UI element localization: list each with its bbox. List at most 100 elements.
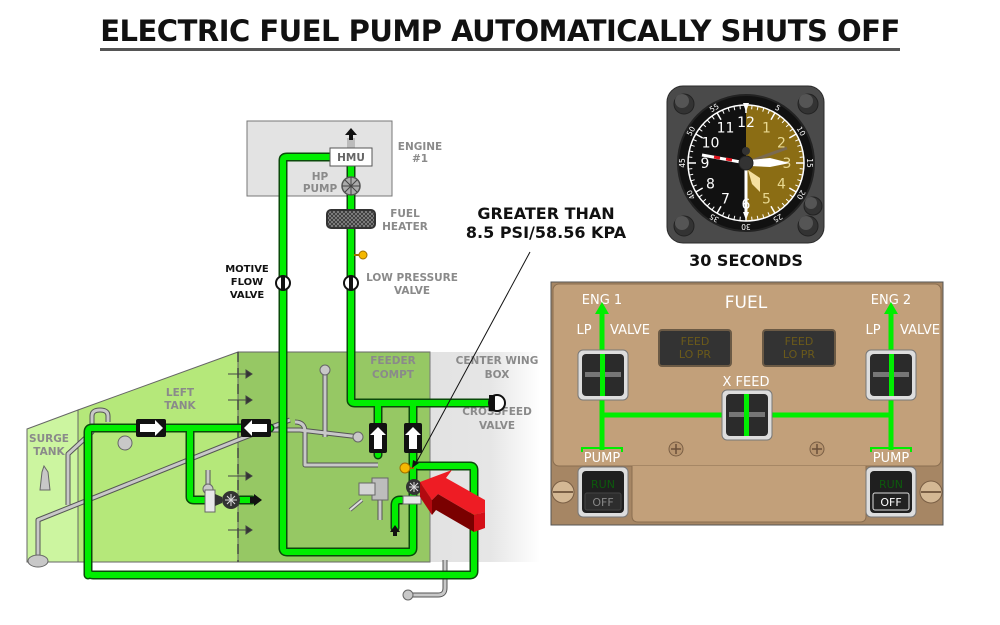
feeder-pump-icon: [402, 479, 422, 505]
clock-tick: [727, 107, 730, 112]
fuel-heater-label-2: HEATER: [382, 221, 428, 233]
pump-right-switch[interactable]: [865, 466, 917, 518]
page-title: ELECTRIC FUEL PUMP AUTOMATICALLY SHUTS O…: [0, 14, 1000, 51]
pump-left-off-legend: OFF: [592, 496, 613, 509]
check-valve-right-icon: [136, 419, 166, 437]
clock-hour-numeral: 3: [783, 156, 792, 172]
clock-chrono-hand: [748, 170, 760, 192]
feeder-compt-label-2: COMPT: [372, 369, 415, 381]
clock-minute-numeral: 50: [685, 125, 698, 138]
clock-tick: [785, 123, 790, 128]
clock-tick: [698, 128, 703, 132]
left-tank-label-2: TANK: [164, 400, 196, 412]
clock-tick: [767, 212, 771, 217]
clock-tick: [795, 138, 800, 142]
page-title-text: ELECTRIC FUEL PUMP AUTOMATICALLY SHUTS O…: [100, 14, 900, 51]
feeder-compt-label-1: FEEDER: [370, 355, 416, 367]
clock-tick: [797, 179, 802, 182]
clock-tick: [777, 115, 781, 120]
feed-lo-pr-left-line-1: FEED: [681, 335, 710, 348]
feed-lo-pr-right-line-1: FEED: [785, 335, 814, 348]
clock-tick: [798, 173, 803, 176]
pump-right-label: PUMP: [873, 451, 910, 466]
clock-tick: [777, 206, 781, 211]
clock-minute-numeral: 25: [771, 212, 784, 225]
clock-tick: [781, 202, 786, 207]
pump-right-off-legend: OFF: [880, 496, 901, 509]
clock-minute-numeral: 10: [795, 125, 808, 138]
clock-tick: [785, 198, 790, 203]
clock-hour-hand: [750, 158, 790, 167]
clock-caption: 30 SECONDS: [689, 251, 803, 270]
fuel-heater-label-1: FUEL: [390, 208, 420, 220]
clock-tick: [690, 144, 695, 147]
feed-lo-pr-right-annunciator: [762, 329, 836, 367]
pump-left-label: PUMP: [584, 451, 621, 466]
feed-lo-pr-left-annunciator: [658, 329, 732, 367]
pump-right-bracket: [870, 447, 912, 452]
clock-tick: [789, 194, 794, 198]
left-tank: [77, 351, 239, 563]
feeder-compartment: [237, 351, 431, 563]
clock-tick: [692, 138, 697, 142]
clock-tick: [770, 112, 776, 121]
clock-tick: [689, 173, 694, 176]
callout-text-line-1: GREATER THAN: [477, 204, 614, 223]
center-wing-box-label-1: CENTER WING: [456, 355, 539, 367]
pump-left-switch[interactable]: [577, 466, 629, 518]
hp-pump-icon: [341, 176, 361, 196]
pump-left-run-legend: RUN: [591, 478, 615, 491]
clock-hour-numeral: 11: [717, 120, 735, 136]
inlet-arrow-icon: [390, 525, 400, 536]
clock-tick: [789, 128, 794, 132]
feed-lo-pr-right-line-2: LO PR: [783, 348, 816, 361]
clock-tick: [721, 212, 725, 217]
clock-tick: [770, 205, 776, 214]
clock-tick: [692, 184, 697, 188]
clock-hour-numeral: 7: [721, 192, 730, 208]
clock-tick: [762, 107, 765, 112]
left-boost-pump-icon: [204, 489, 262, 513]
clock-tick: [788, 187, 797, 193]
eng2-flow-arrow-icon: [884, 302, 898, 314]
surge-tank-float-icon: [39, 464, 51, 491]
clock-hour-numeral: 2: [777, 136, 786, 152]
clock-hour-numeral: 9: [701, 156, 710, 172]
clock-tick: [698, 194, 703, 198]
panel-screws: [551, 441, 943, 504]
check-valve-up-1-icon: [369, 423, 387, 453]
motive-flow-valve-label-1: MOTIVE: [225, 264, 269, 275]
hmu-label: HMU: [337, 152, 365, 164]
lp-valve-eng2-switch[interactable]: [865, 349, 917, 401]
feed-lo-pr-left-line-2: LO PR: [679, 348, 712, 361]
crossfeed-valve-label-2: VALVE: [479, 420, 515, 432]
clock-tick: [711, 206, 715, 211]
engine-label-2: #1: [412, 153, 428, 165]
pressure-switch-lower-icon: [399, 462, 414, 474]
motive-flow-valve-icon: [275, 275, 291, 291]
check-valve-up-2-icon: [404, 423, 422, 453]
valve-label-right: VALVE: [900, 323, 940, 338]
clock-numerals: 121234567891011: [701, 115, 792, 213]
clock-minute-numeral: 30: [741, 222, 751, 231]
center-wing-box: [429, 352, 540, 562]
clock-tick: [706, 119, 711, 124]
clock-tick: [690, 179, 695, 182]
clock-hour-numeral: 8: [706, 177, 715, 193]
hp-pump-label-1: HP: [312, 171, 329, 183]
clock-minute-numeral: 55: [708, 102, 721, 115]
xfeed-label: X FEED: [723, 375, 770, 390]
clock-tick: [798, 150, 803, 153]
clock-minute-numeral: 40: [685, 188, 698, 201]
clock-tick: [767, 109, 771, 114]
clock-minute-numeral: 15: [805, 158, 814, 168]
lp-valve-eng1-switch[interactable]: [577, 349, 629, 401]
clock-minute-numeral: 5: [773, 103, 782, 113]
clock-ticks: [688, 105, 804, 221]
clock-tick: [702, 123, 707, 128]
xfeed-valve-switch[interactable]: [721, 389, 773, 441]
clock-tick: [733, 215, 736, 220]
